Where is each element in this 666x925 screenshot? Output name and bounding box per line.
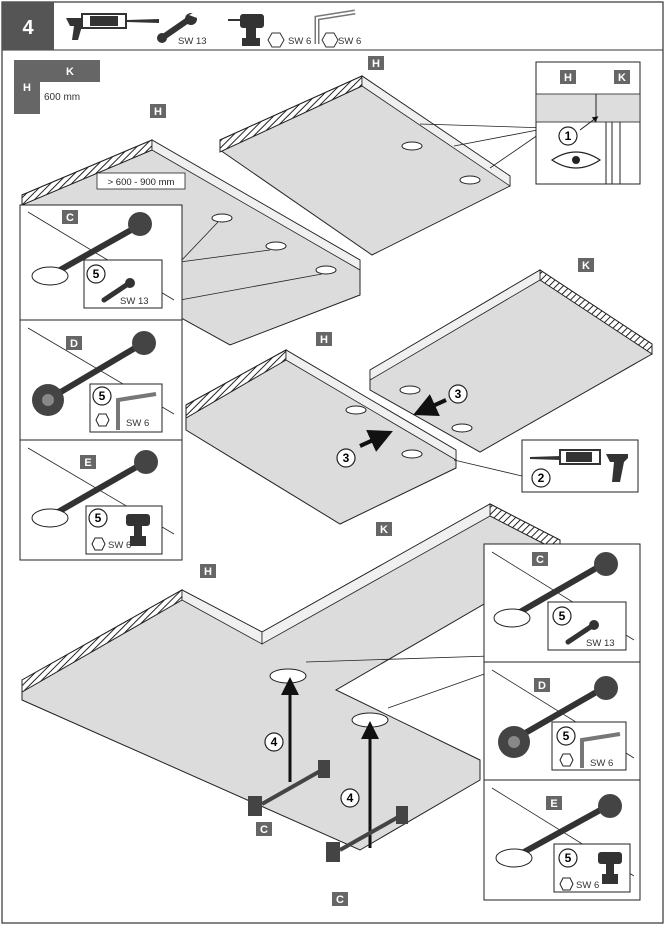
wrench-icon	[101, 281, 131, 303]
callout-2: 2	[538, 471, 545, 485]
hex-nut-icon	[91, 537, 106, 551]
label-h-4: H	[204, 566, 212, 578]
detail-e-sw: SW 6	[108, 540, 131, 551]
caulking-gun-icon	[529, 449, 628, 482]
callout-5-c-right: 5	[559, 609, 566, 623]
label-box-c	[332, 892, 348, 906]
allen-key-icon	[314, 9, 356, 44]
legend-panel: H K 600 mm	[14, 60, 100, 114]
worktop-h-middle	[185, 349, 523, 525]
tool-sw6-allen-label: SW 6	[338, 36, 361, 47]
detail-label-d-right: D	[538, 680, 546, 692]
inset-label-h: H	[564, 72, 572, 84]
cordless-drill-icon	[598, 852, 622, 884]
worktop-k-middle	[369, 269, 653, 453]
label-h-3: H	[320, 334, 328, 346]
detail-e-right-sw: SW 6	[576, 880, 599, 891]
label-box-h	[150, 104, 166, 118]
detail-c-right-sw: SW 13	[586, 638, 615, 649]
header-bar: 4 SW 13 SW 6 SW	[2, 2, 663, 51]
worktop-bottom-assembly: 4 4	[21, 503, 561, 862]
legend-size: 600 mm	[44, 92, 80, 103]
tool-sw6-drill-label: SW 6	[288, 36, 311, 47]
worktop-clamp-c-1	[248, 760, 330, 816]
step-number-badge	[2, 2, 54, 50]
detail-c-clamp-right: C 5 SW 13	[491, 551, 635, 651]
detail-e-drill-right: E 5 SW 6	[491, 787, 635, 893]
cordless-drill-icon	[126, 514, 150, 546]
callout-4-b: 4	[347, 791, 354, 805]
step-number: 4	[22, 17, 34, 39]
detail-e-drill: E 5 SW 6	[27, 447, 175, 555]
detail-panel-right: C 5 SW 13 D 5 SW 6	[483, 543, 641, 901]
hex-nut-icon	[95, 413, 110, 427]
callout-5-d-right: 5	[563, 729, 570, 743]
label-h-1: H	[154, 106, 162, 118]
detail-d-right-sw: SW 6	[590, 758, 613, 769]
wrench-icon	[565, 623, 595, 645]
detail-label-d: D	[70, 338, 78, 350]
push-arrows: 3 3	[336, 384, 468, 468]
label-box-h	[316, 332, 332, 346]
label-box-c	[256, 822, 272, 836]
callout-1: 1	[565, 129, 572, 143]
worktop-clamp-c-2	[326, 806, 408, 862]
legend-k: K	[66, 66, 74, 78]
detail-d-sw: SW 6	[126, 418, 149, 429]
inset-label-k: K	[618, 72, 626, 84]
label-c-2: C	[336, 894, 344, 906]
callout-4-a: 4	[271, 735, 278, 749]
detail-d-adjuster-right: D 5 SW 6	[491, 669, 635, 771]
callout-5-d: 5	[99, 389, 106, 403]
label-box-h	[200, 564, 216, 578]
label-c-1: C	[260, 824, 268, 836]
label-box-h	[368, 56, 384, 70]
caulking-gun-icon	[60, 13, 159, 40]
label-box-k	[578, 258, 594, 272]
wrench-icon	[157, 12, 197, 43]
hex-nut-icon	[267, 32, 285, 48]
hex-nut-icon	[559, 753, 574, 767]
label-h-2: H	[372, 58, 380, 70]
range-label: > 600 - 900 mm	[108, 177, 175, 188]
allen-key-icon	[580, 732, 621, 768]
detail-c-sw: SW 13	[120, 296, 149, 307]
range-label-box	[96, 172, 186, 190]
legend-h: H	[23, 82, 31, 94]
detail-c-clamp: C 5 SW 13	[27, 210, 175, 309]
callout-3-b: 3	[343, 451, 350, 465]
allen-key-icon	[116, 392, 157, 430]
inset-flush-check: H K 1	[535, 61, 641, 185]
worktop-h-upper-left	[21, 139, 361, 346]
detail-panel-left: C 5 SW 13 D 5 SW 6	[19, 204, 183, 561]
label-box-k	[376, 522, 392, 536]
callout-5-e: 5	[95, 511, 102, 525]
tool-sw13-label: SW 13	[178, 36, 207, 47]
detail-label-c: C	[66, 212, 74, 224]
label-k-2: K	[380, 524, 388, 536]
callout-5-e-right: 5	[565, 851, 572, 865]
detail-label-c-right: C	[536, 554, 544, 566]
sealant-step-box: 2	[521, 439, 639, 493]
detail-label-e-right: E	[550, 798, 557, 810]
detail-d-adjuster: D 5 SW 6	[27, 327, 175, 433]
hex-nut-icon	[321, 32, 339, 48]
hex-nut-icon	[559, 877, 574, 891]
callout-5: 5	[93, 267, 100, 281]
callout-3-a: 3	[455, 387, 462, 401]
worktop-h-upper-right	[219, 75, 549, 256]
detail-label-e: E	[84, 457, 91, 469]
label-k-1: K	[582, 260, 590, 272]
cordless-drill-icon	[228, 14, 264, 46]
